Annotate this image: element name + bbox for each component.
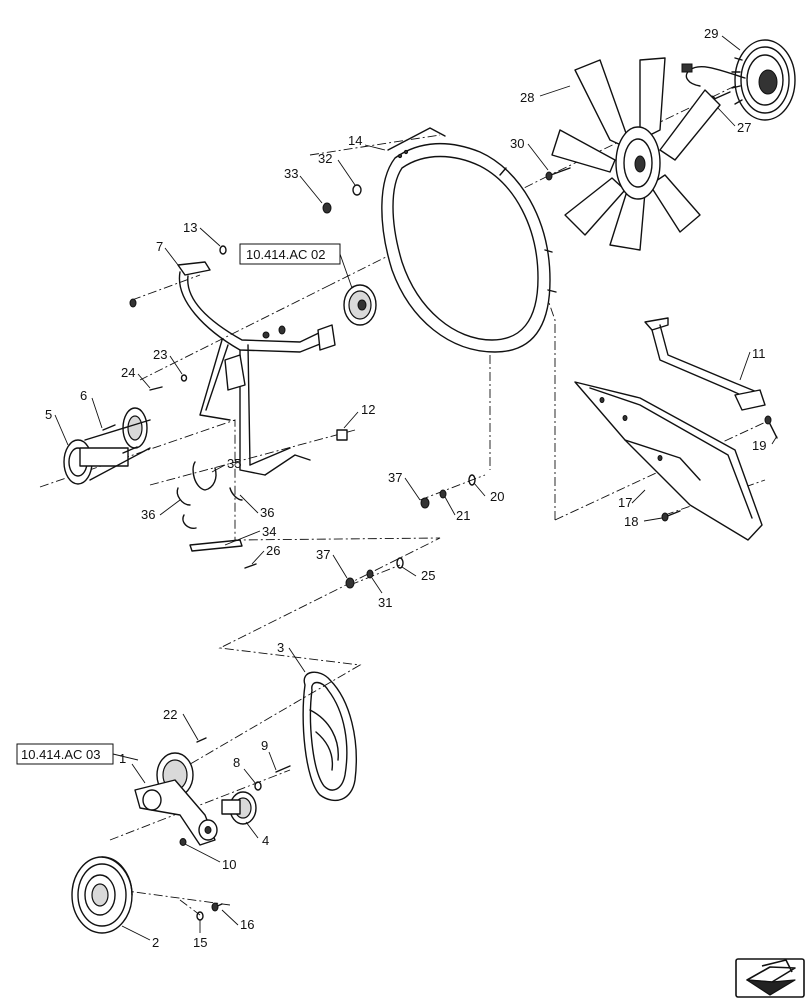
fan-support-bracket-part — [177, 261, 336, 476]
callout-4: 4 — [262, 833, 269, 848]
callout-2: 2 — [152, 935, 159, 950]
crank-pulley-part — [71, 856, 133, 934]
reference-label-ac02: 10.414.AC 02 — [246, 247, 326, 262]
callout-28: 28 — [520, 90, 534, 105]
next-page-arrow-icon[interactable] — [735, 958, 805, 998]
callout-29: 29 — [704, 26, 718, 41]
callout-leaders — [54, 35, 778, 941]
fan-blade-part — [551, 57, 721, 251]
callout-31: 31 — [378, 595, 392, 610]
support-arm-part — [644, 317, 766, 411]
callout-15: 15 — [193, 935, 207, 950]
callout-13: 13 — [183, 220, 197, 235]
spacer-part — [336, 429, 348, 441]
shroud-bolt-part — [661, 510, 681, 522]
fan-shroud-part — [381, 127, 557, 353]
callout-numbers: 29 28 27 30 14 32 33 13 7 23 24 6 5 12 3… — [45, 26, 766, 950]
reference-box-ac02[interactable]: 10.414.AC 02 — [239, 243, 353, 289]
arm-bolt-part — [764, 415, 778, 439]
fan-blade-bolt-part — [545, 167, 571, 181]
callout-10: 10 — [222, 857, 236, 872]
callout-21: 21 — [456, 508, 470, 523]
drive-belt-part — [302, 671, 357, 802]
callout-22: 22 — [163, 707, 177, 722]
callout-17: 17 — [618, 495, 632, 510]
tensioner-fasteners-part — [179, 737, 291, 846]
callout-9: 9 — [261, 738, 268, 753]
belt-tensioner-part — [134, 752, 218, 846]
callout-34: 34 — [262, 524, 276, 539]
clamp-parts — [176, 461, 257, 569]
callout-35: 35 — [227, 456, 241, 471]
callout-5: 5 — [45, 407, 52, 422]
callout-24: 24 — [121, 365, 135, 380]
callout-37-lower: 37 — [316, 547, 330, 562]
reference-label-ac03: 10.414.AC 03 — [21, 747, 101, 762]
callout-16: 16 — [240, 917, 254, 932]
fan-hub-part — [343, 284, 377, 326]
callout-8: 8 — [233, 755, 240, 770]
callout-33: 33 — [284, 166, 298, 181]
fan-clutch-part — [681, 39, 796, 121]
callout-1: 1 — [119, 751, 126, 766]
callout-14: 14 — [348, 133, 362, 148]
callout-18: 18 — [624, 514, 638, 529]
callout-12: 12 — [361, 402, 375, 417]
bracket-nut-part — [129, 245, 286, 339]
callout-36-right: 36 — [260, 505, 274, 520]
reference-box-ac03[interactable]: 10.414.AC 03 — [16, 743, 139, 765]
callout-6: 6 — [80, 388, 87, 403]
callout-32: 32 — [318, 151, 332, 166]
callout-7: 7 — [156, 239, 163, 254]
callout-37-upper: 37 — [388, 470, 402, 485]
callout-27: 27 — [737, 120, 751, 135]
callout-3: 3 — [277, 640, 284, 655]
small-fasteners-part — [149, 374, 188, 391]
lower-shroud-part — [574, 381, 763, 541]
callout-26: 26 — [266, 543, 280, 558]
pulley-fasteners-part — [196, 902, 223, 921]
callout-23: 23 — [153, 347, 167, 362]
callout-25: 25 — [421, 568, 435, 583]
callout-20: 20 — [490, 489, 504, 504]
lower-fasteners-part — [345, 474, 476, 589]
idler-pulley-part — [221, 791, 257, 825]
shroud-fasteners-part — [322, 184, 362, 214]
callout-30: 30 — [510, 136, 524, 151]
drive-hub-shaft-part — [63, 407, 151, 485]
callout-11: 11 — [752, 346, 766, 361]
callout-19: 19 — [752, 438, 766, 453]
callout-36-left: 36 — [141, 507, 155, 522]
